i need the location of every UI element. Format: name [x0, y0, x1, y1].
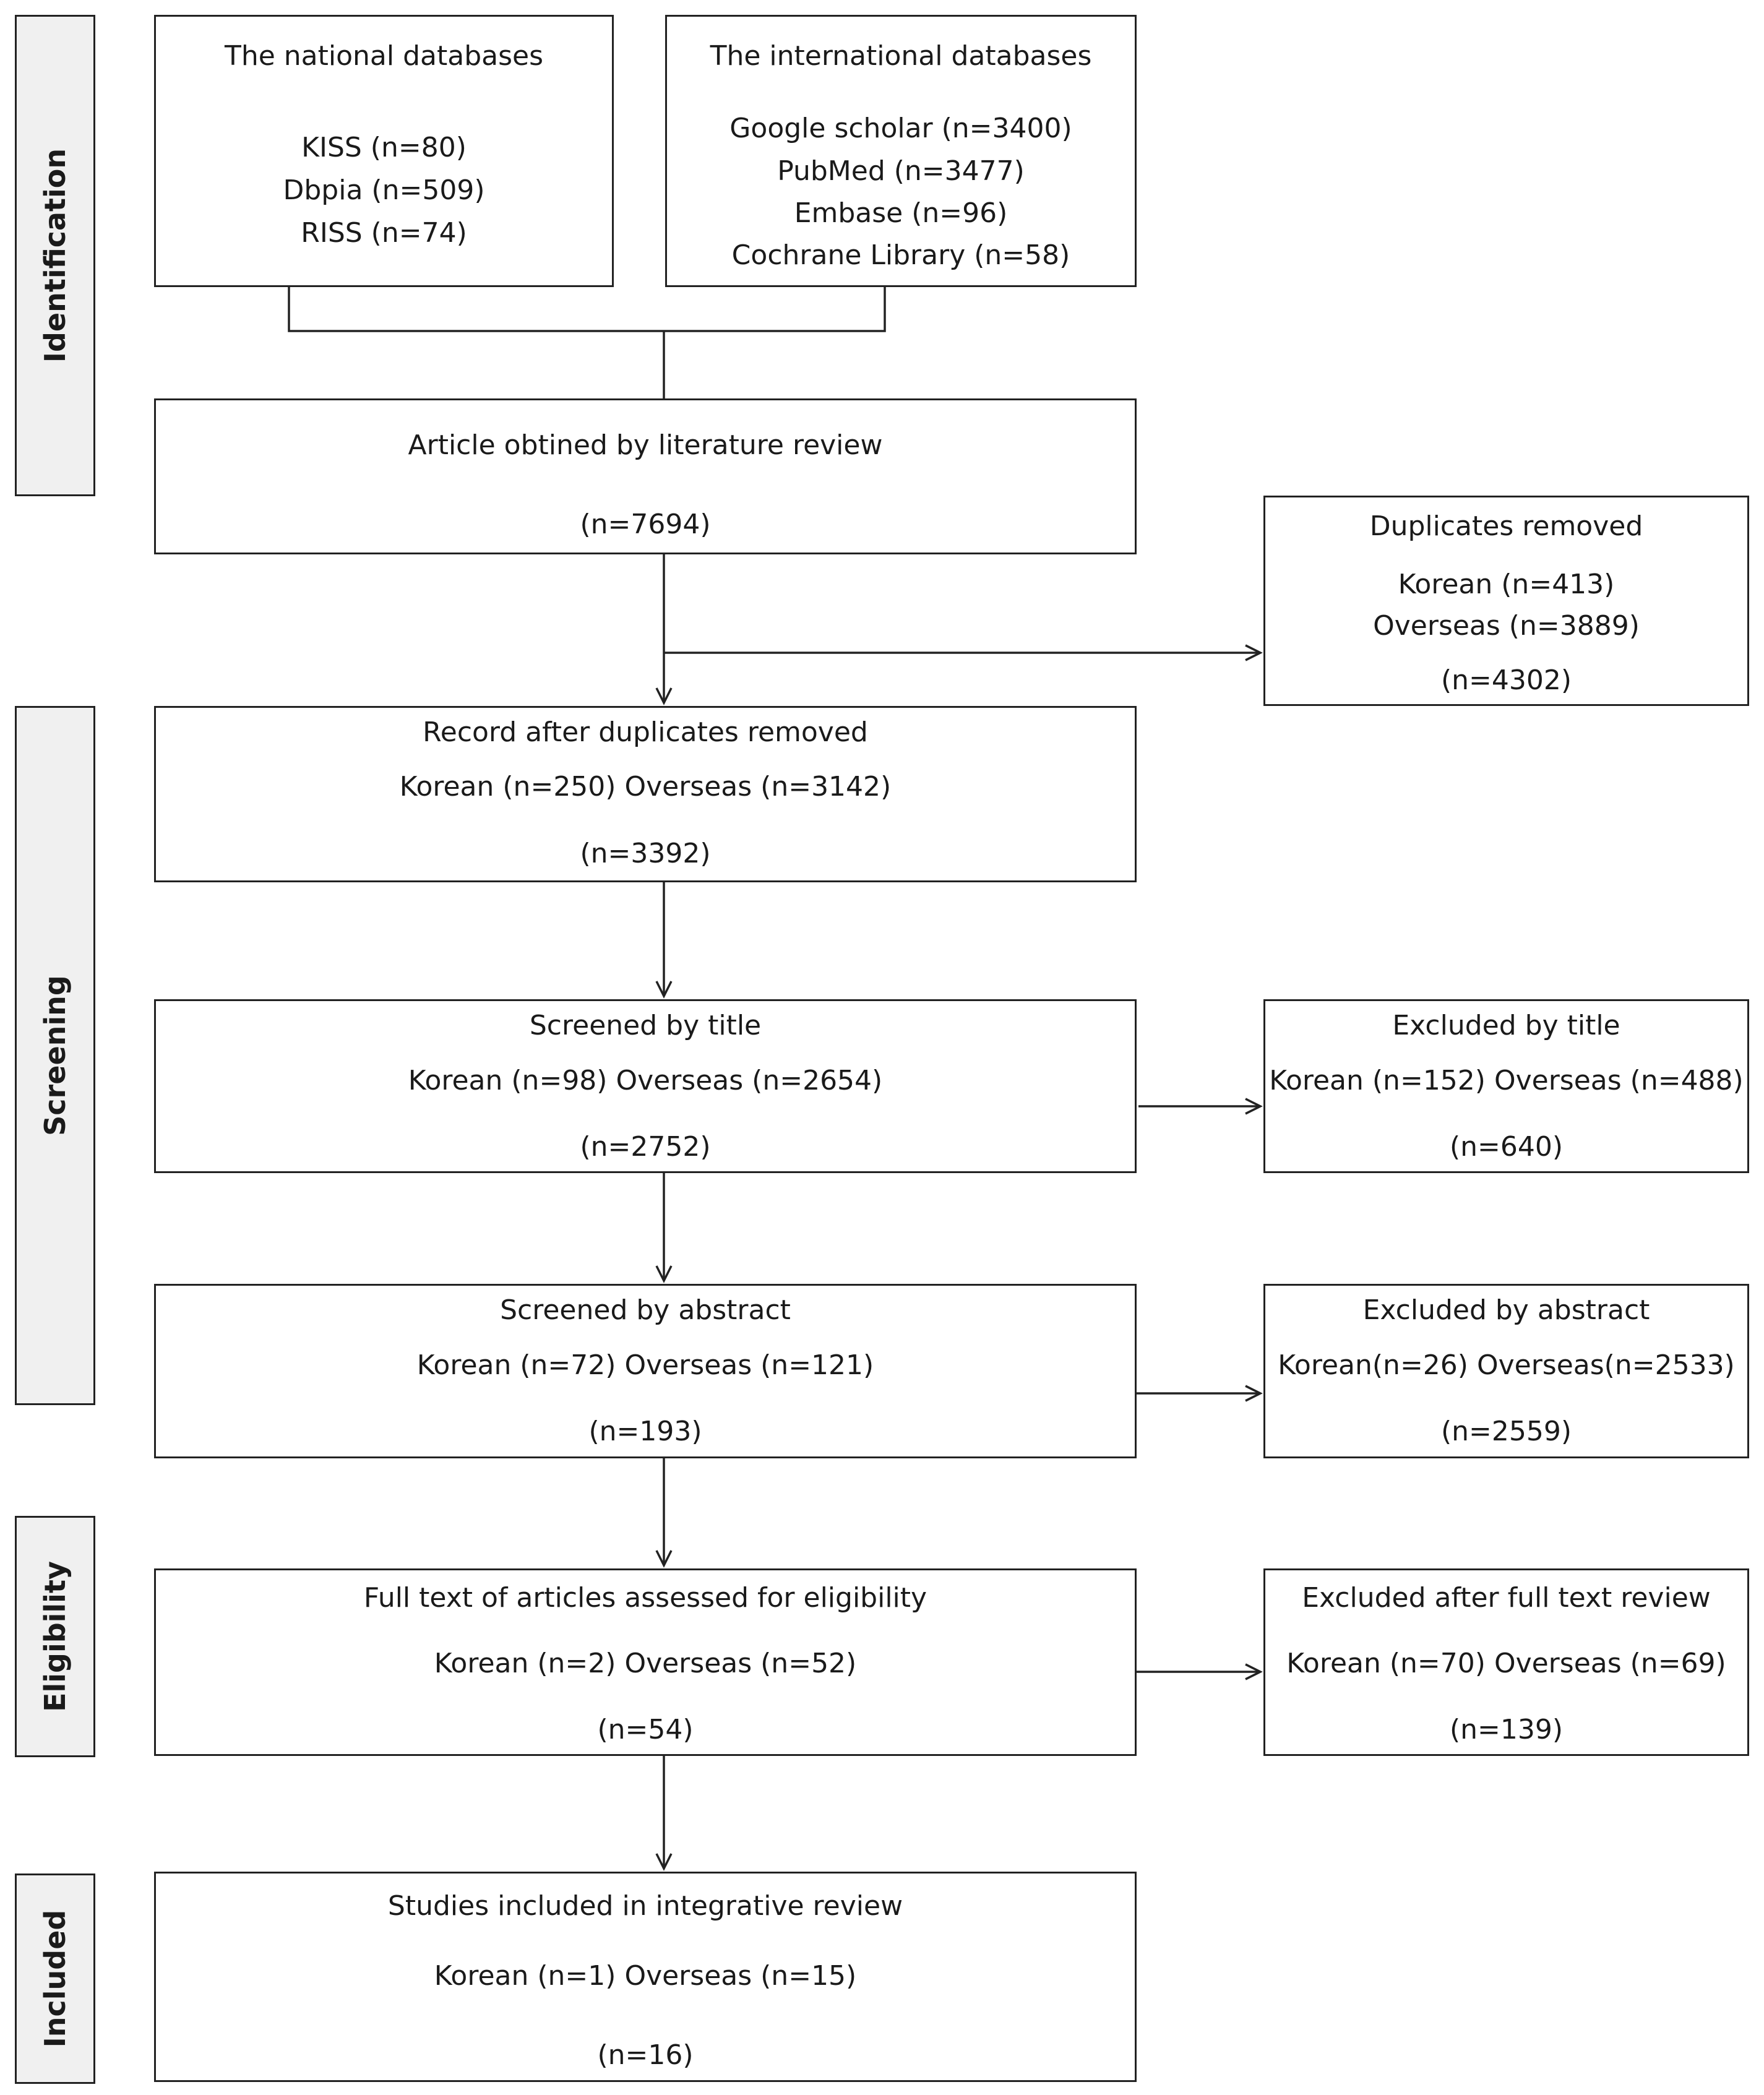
national-kiss: KISS (n=80)	[301, 132, 467, 163]
excluded-full-text-detail: Korean (n=70) Overseas (n=69)	[1286, 1648, 1726, 1679]
after-duplicates-box: Record after duplicates removed Korean (…	[154, 706, 1137, 882]
phase-identification: Identification	[15, 15, 95, 496]
excluded-full-text-title: Excluded after full text review	[1302, 1582, 1711, 1614]
screened-by-abstract-box: Screened by abstract Korean (n=72) Overs…	[154, 1284, 1137, 1458]
excluded-by-abstract-detail: Korean(n=26) Overseas(n=2533)	[1278, 1349, 1735, 1381]
national-databases-title: The national databases	[224, 40, 544, 72]
included-studies-total: (n=16)	[597, 2039, 694, 2071]
included-studies-detail: Korean (n=1) Overseas (n=15)	[434, 1960, 857, 1992]
full-text-box: Full text of articles assessed for eligi…	[154, 1568, 1137, 1756]
full-text-detail: Korean (n=2) Overseas (n=52)	[434, 1648, 857, 1679]
after-duplicates-total: (n=3392)	[580, 838, 711, 869]
excluded-full-text-total: (n=139)	[1449, 1714, 1564, 1745]
excluded-by-title-detail: Korean (n=152) Overseas (n=488)	[1269, 1065, 1744, 1096]
excluded-by-title-title: Excluded by title	[1392, 1010, 1620, 1041]
international-google-scholar: Google scholar (n=3400)	[729, 113, 1072, 144]
screened-by-title-title: Screened by title	[529, 1010, 762, 1041]
full-text-total: (n=54)	[597, 1714, 694, 1745]
screened-by-abstract-title: Screened by abstract	[500, 1294, 791, 1326]
national-databases-box: The national databases KISS (n=80) Dbpia…	[154, 15, 614, 287]
phase-eligibility: Eligibility	[15, 1516, 95, 1757]
screened-by-title-box: Screened by title Korean (n=98) Overseas…	[154, 999, 1137, 1173]
duplicates-removed-box: Duplicates removed Korean (n=413) Overse…	[1263, 496, 1749, 706]
international-databases-box: The international databases Google schol…	[665, 15, 1137, 287]
national-riss: RISS (n=74)	[301, 217, 467, 249]
after-duplicates-detail: Korean (n=250) Overseas (n=3142)	[399, 771, 892, 802]
international-cochrane: Cochrane Library (n=58)	[731, 239, 1070, 271]
excluded-by-title-box: Excluded by title Korean (n=152) Oversea…	[1263, 999, 1749, 1173]
included-studies-box: Studies included in integrative review K…	[154, 1872, 1137, 2082]
excluded-by-title-total: (n=640)	[1449, 1131, 1564, 1163]
phase-included: Included	[15, 1873, 95, 2084]
article-obtained-title: Article obtined by literature review	[408, 429, 883, 461]
national-dbpia: Dbpia (n=509)	[283, 174, 485, 206]
international-pubmed: PubMed (n=3477)	[777, 155, 1025, 187]
excluded-full-text-box: Excluded after full text review Korean (…	[1263, 1568, 1749, 1756]
international-databases-title: The international databases	[710, 40, 1092, 72]
excluded-by-abstract-title: Excluded by abstract	[1362, 1294, 1650, 1326]
international-embase: Embase (n=96)	[794, 197, 1008, 229]
duplicates-removed-total: (n=4302)	[1440, 665, 1572, 696]
included-studies-title: Studies included in integrative review	[387, 1890, 903, 1922]
phase-screening: Screening	[15, 706, 95, 1405]
screened-by-title-total: (n=2752)	[580, 1131, 711, 1163]
screened-by-title-detail: Korean (n=98) Overseas (n=2654)	[408, 1065, 883, 1096]
article-obtained-box: Article obtined by literature review (n=…	[154, 398, 1137, 554]
screened-by-abstract-total: (n=193)	[588, 1416, 702, 1447]
merge-connector	[288, 287, 886, 398]
full-text-title: Full text of articles assessed for eligi…	[363, 1582, 927, 1614]
duplicates-removed-overseas: Overseas (n=3889)	[1373, 610, 1640, 642]
after-duplicates-title: Record after duplicates removed	[423, 716, 868, 748]
duplicates-removed-title: Duplicates removed	[1369, 510, 1643, 542]
excluded-by-abstract-total: (n=2559)	[1440, 1416, 1572, 1447]
duplicates-removed-korean: Korean (n=413)	[1398, 569, 1615, 600]
article-obtained-total: (n=7694)	[580, 509, 711, 540]
screened-by-abstract-detail: Korean (n=72) Overseas (n=121)	[416, 1349, 874, 1381]
excluded-by-abstract-box: Excluded by abstract Korean(n=26) Overse…	[1263, 1284, 1749, 1458]
